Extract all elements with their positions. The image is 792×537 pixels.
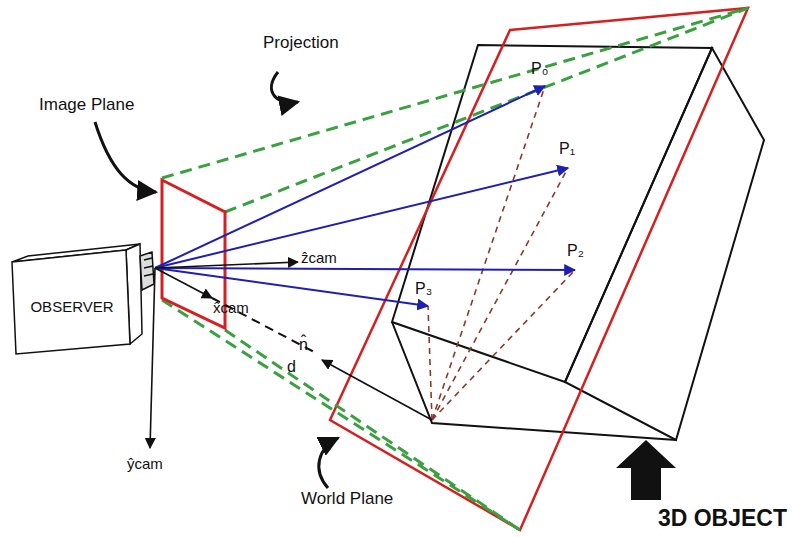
pointer-arrow [616,440,676,500]
diagram-label: x̂cam [212,300,250,317]
projection-rays [155,86,575,306]
depth-lines [428,86,575,420]
diagram-label: P₂ [566,242,585,260]
node-text: OBSERVER [30,298,113,315]
object-box [392,45,764,440]
observer-box: OBSERVER [18,286,126,326]
diagram-label: P₁ [558,140,576,158]
diagram-label: d [286,358,297,376]
diagram-label: World Plane [300,490,394,509]
callout-arrows [95,72,338,488]
diagram-label: ŷcam [126,456,164,473]
observer-camera [12,244,154,354]
diagram-label: 3D OBJECT [657,506,788,531]
diagram-label: n̂ [298,336,309,354]
camera-axes [150,262,432,448]
diagram-label: Image Plane [38,96,135,115]
diagram-label: Projection [262,34,340,53]
diagram-label: ẑcam [300,250,338,267]
diagram-label: P₀ [530,60,549,78]
diagram-label: P₃ [414,280,433,298]
